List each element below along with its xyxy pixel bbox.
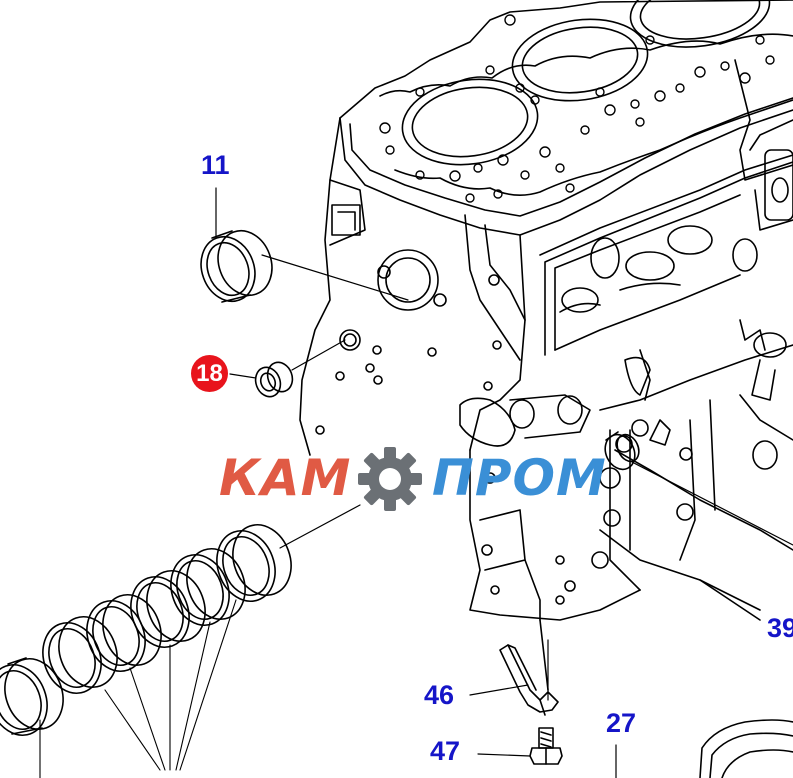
leader-rings-to-block bbox=[279, 504, 361, 549]
callout-39: 39 bbox=[767, 613, 793, 643]
leader-11-to-block bbox=[261, 254, 409, 301]
leader-39 bbox=[631, 461, 793, 546]
callout-46: 46 bbox=[424, 680, 455, 710]
part-47-bolt bbox=[529, 727, 563, 765]
leader-47 bbox=[477, 753, 531, 757]
callout-11: 11 bbox=[201, 150, 230, 180]
bearing-rings-set bbox=[0, 524, 292, 736]
callout-18-badge: 18 bbox=[191, 355, 228, 392]
gear-icon bbox=[358, 447, 422, 511]
callout-27: 27 bbox=[606, 708, 637, 738]
leader-18-to-block bbox=[291, 339, 346, 371]
leader-46 bbox=[469, 684, 529, 696]
part-46-clip bbox=[499, 644, 559, 716]
part-11-bushing bbox=[200, 229, 273, 303]
leader-18 bbox=[229, 373, 257, 379]
watermark-right-text: ПРОМ bbox=[432, 449, 607, 507]
watermark-left-text: КАМ bbox=[219, 449, 352, 507]
part-39-plug bbox=[604, 431, 640, 471]
engine-block bbox=[299, 0, 793, 691]
part-18-small-bushing bbox=[254, 361, 294, 398]
part-27-bearing-cap bbox=[699, 719, 793, 778]
callout-47: 47 bbox=[430, 736, 461, 766]
leader-fan-rings bbox=[39, 599, 237, 778]
